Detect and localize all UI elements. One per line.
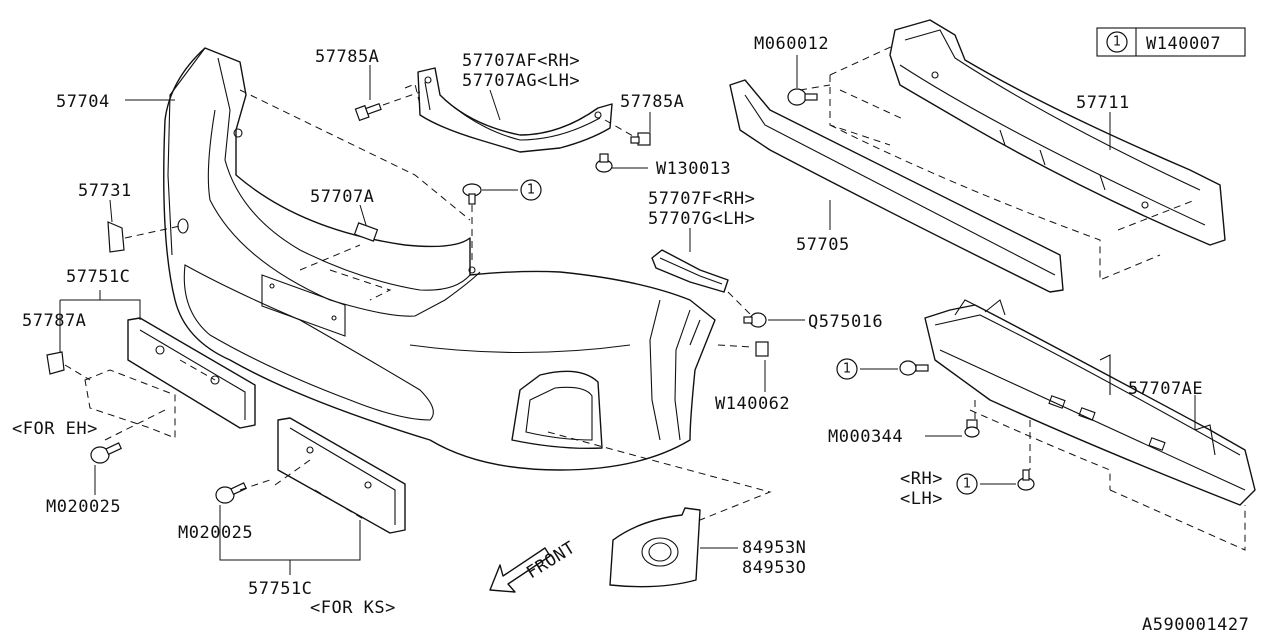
label-q575016: Q575016 [808, 312, 883, 332]
label-m060012: M060012 [754, 34, 829, 54]
callout-number: 1 [843, 362, 851, 377]
label-m000344: M000344 [828, 427, 903, 447]
callout-number: 1 [963, 477, 971, 492]
label-57751c-top: 57751C [66, 267, 130, 287]
label-57707ae: 57707AE [1128, 379, 1203, 399]
part-labels: 57704 57731 57751C 57787A <FOR EH> M0200… [12, 34, 1249, 635]
front-arrow [489, 547, 551, 593]
label-for-eh: <FOR EH> [12, 419, 98, 439]
label-w140062: W140062 [715, 394, 790, 414]
label-57711: 57711 [1076, 93, 1130, 113]
label-57707g: 57707G<LH> [648, 209, 755, 229]
label-57731: 57731 [78, 181, 132, 201]
callout-marker-lower: 1 [956, 473, 978, 495]
license-base-ks-drawing [239, 417, 406, 534]
label-m020025-left: M020025 [46, 497, 121, 517]
reinforcement-beam-drawing [829, 19, 1226, 281]
label-57707f: 57707F<RH> [648, 189, 755, 209]
legend-part: W140007 [1146, 34, 1221, 54]
callout-number: 1 [527, 183, 535, 198]
absorber-drawing [729, 79, 1064, 293]
label-57785a-left: 57785A [315, 47, 379, 67]
label-w130013: W130013 [656, 159, 731, 179]
label-rh: <RH> [900, 469, 943, 489]
side-bracket-drawing [651, 249, 751, 315]
lower-beam-drawing [924, 299, 1256, 551]
label-57704: 57704 [56, 92, 110, 112]
leader-lines [59, 55, 1196, 575]
fastener-drawings [46, 88, 1035, 504]
diagram-reference-id: A590001427 [1142, 615, 1249, 635]
label-84953o: 84953O [742, 558, 806, 578]
label-57705: 57705 [796, 235, 850, 255]
label-m020025-mid: M020025 [178, 523, 253, 543]
label-57751c-bottom: 57751C [248, 579, 312, 599]
label-57785a-right: 57785A [620, 92, 684, 112]
legend-box: 1 W140007 [1096, 27, 1246, 57]
callout-marker-right: 1 [836, 358, 858, 380]
label-57787a: 57787A [22, 311, 86, 331]
bumper-cover-drawing [163, 47, 716, 471]
label-for-ks: <FOR KS> [310, 598, 396, 618]
label-57707af: 57707AF<RH> [462, 51, 580, 71]
label-57707a: 57707A [310, 187, 374, 207]
label-front: FRONT [523, 538, 579, 583]
label-lh: <LH> [900, 489, 943, 509]
label-84953n: 84953N [742, 538, 806, 558]
license-base-eh-drawing [64, 317, 256, 441]
callout-marker-top: 1 [520, 179, 542, 201]
label-57707ag: 57707AG<LH> [462, 71, 580, 91]
legend-number: 1 [1113, 35, 1121, 50]
fog-cover-drawing [547, 431, 772, 588]
upper-bracket-drawing [239, 67, 641, 221]
